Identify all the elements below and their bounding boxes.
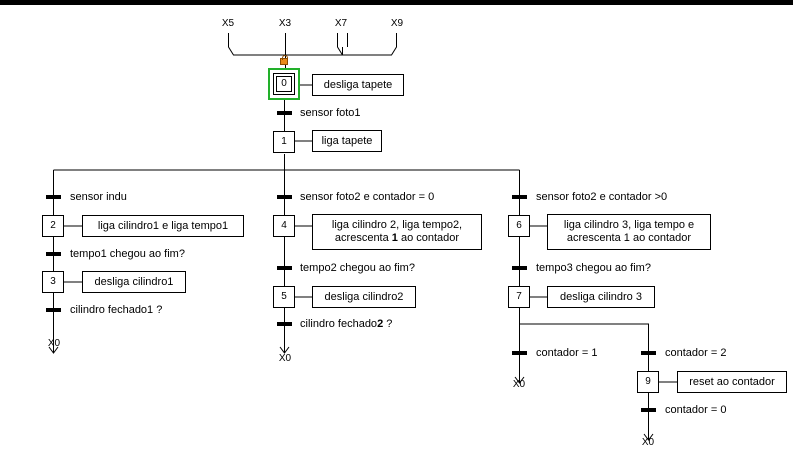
action-step-4[interactable]: liga cilindro 2, liga tempo2, acrescenta… <box>312 214 482 250</box>
step-5[interactable]: 5 <box>273 286 295 308</box>
transition-tempo3: tempo3 chegou ao fim? <box>536 262 651 274</box>
ref-x3: X3 <box>278 18 292 29</box>
ref-x9: X9 <box>390 18 404 29</box>
transition-sensor-foto2-contador-gt0: sensor foto2 e contador >0 <box>536 191 668 203</box>
action-step-4-text-end: ao contador <box>397 232 460 244</box>
transition-text-end: ? <box>383 318 393 330</box>
action-step-4-line1: liga cilindro 2, liga tempo2, <box>331 219 463 231</box>
jump-ref-x0: X0 <box>512 379 526 390</box>
step-4[interactable]: 4 <box>273 215 295 237</box>
transition-contador-2: contador = 2 <box>665 347 727 359</box>
action-step-7[interactable]: desliga cilindro 3 <box>547 286 655 308</box>
initial-step-number: 0 <box>276 76 292 92</box>
action-step-6-line1: liga cilindro 3, liga tempo e <box>563 219 695 231</box>
initial-step-0[interactable]: 0 <box>268 68 300 100</box>
action-step-5[interactable]: desliga cilindro2 <box>312 286 416 308</box>
action-step-6[interactable]: liga cilindro 3, liga tempo e acrescenta… <box>547 214 711 250</box>
ref-x5: X5 <box>221 18 235 29</box>
jump-ref-x0: X0 <box>278 353 292 364</box>
transition-cilindro-fechado1: cilindro fechado1 ? <box>70 304 163 316</box>
transition-bold: 2 <box>377 318 384 330</box>
action-step-4-line2: acrescenta 1 ao contador <box>335 232 459 245</box>
transition-bar <box>46 195 61 199</box>
step-3[interactable]: 3 <box>42 271 64 293</box>
transition-bar <box>277 111 292 115</box>
transition-bar <box>512 266 527 270</box>
transition-bar <box>641 408 656 412</box>
transition-bar <box>46 252 61 256</box>
transition-bar <box>46 308 61 312</box>
jump-ref-x0: X0 <box>641 437 655 448</box>
action-step-4-bold: 1 <box>391 232 398 244</box>
transition-bar <box>277 322 292 326</box>
transition-bar <box>277 266 292 270</box>
transition-cilindro-fechado2: cilindro fechado2 ? <box>300 318 392 331</box>
transition-text: cilindro fechado <box>300 318 378 330</box>
transition-bar <box>512 195 527 199</box>
action-liga-tapete[interactable]: liga tapete <box>312 130 382 152</box>
transition-bar <box>512 351 527 355</box>
transition-contador-1: contador = 1 <box>536 347 598 359</box>
transition-contador-0: contador = 0 <box>665 404 727 416</box>
ref-x7: X7 <box>334 18 348 29</box>
initial-step-frame: 0 <box>273 73 295 95</box>
padlock-icon <box>280 55 288 65</box>
transition-tempo2: tempo2 chegou ao fim? <box>300 262 415 274</box>
transition-tempo1: tempo1 chegou ao fim? <box>70 248 185 260</box>
step-9[interactable]: 9 <box>637 371 659 393</box>
top-border <box>0 0 793 5</box>
action-step-4-text: acrescenta <box>334 232 392 244</box>
action-step-3[interactable]: desliga cilindro1 <box>82 271 186 293</box>
action-step-9[interactable]: reset ao contador <box>677 371 787 393</box>
transition-bar <box>277 195 292 199</box>
transition-sensor-foto2-contador-0: sensor foto2 e contador = 0 <box>300 191 435 203</box>
transition-bar <box>641 351 656 355</box>
transition-bars <box>46 111 656 412</box>
action-step-2[interactable]: liga cilindro1 e liga tempo1 <box>82 215 244 237</box>
transition-sensor-foto1: sensor foto1 <box>300 107 361 119</box>
action-desliga-tapete[interactable]: desliga tapete <box>312 74 404 96</box>
transition-sensor-indu: sensor indu <box>70 191 127 203</box>
step-7[interactable]: 7 <box>508 286 530 308</box>
step-6[interactable]: 6 <box>508 215 530 237</box>
step-1[interactable]: 1 <box>273 131 295 153</box>
action-step-6-line2: acrescenta 1 ao contador <box>566 232 692 244</box>
step-2[interactable]: 2 <box>42 215 64 237</box>
jump-ref-x0: X0 <box>47 338 61 349</box>
